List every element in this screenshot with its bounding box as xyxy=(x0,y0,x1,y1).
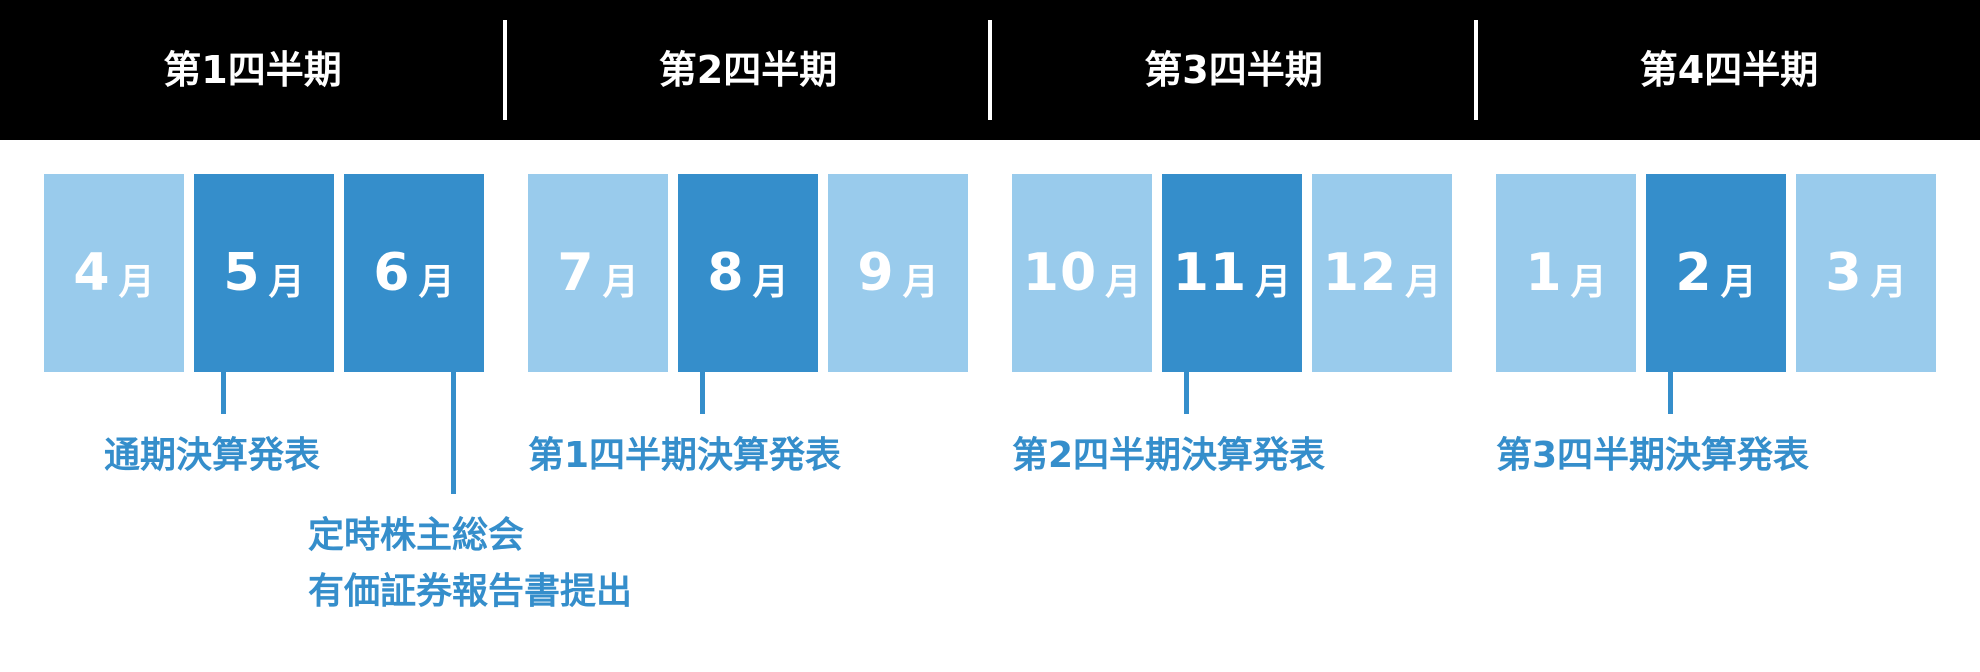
event-securities-report: 有価証券報告書提出 xyxy=(308,571,633,612)
connector-june xyxy=(451,372,456,494)
quarter-divider xyxy=(1474,20,1478,120)
quarter-3-title: 第3四半期 xyxy=(1144,48,1323,92)
month-number: 3 xyxy=(1825,243,1863,303)
month-number: 6 xyxy=(373,243,411,303)
connector-may xyxy=(221,372,226,414)
quarter-divider xyxy=(503,20,507,120)
month-number: 12 xyxy=(1322,243,1398,303)
event-q3-results: 第3四半期決算発表 xyxy=(1496,435,1810,476)
month-number: 8 xyxy=(707,243,745,303)
month-unit: 月 xyxy=(118,262,155,303)
event-q2-results: 第2四半期決算発表 xyxy=(1012,435,1326,476)
month-number: 9 xyxy=(857,243,895,303)
month-unit: 月 xyxy=(1255,262,1292,303)
month-number: 5 xyxy=(223,243,261,303)
quarter-1-title: 第1四半期 xyxy=(163,48,342,92)
month-unit: 月 xyxy=(1870,262,1907,303)
quarter-header: 第1四半期 第2四半期 第3四半期 第4四半期 xyxy=(0,0,1980,140)
month-unit: 月 xyxy=(752,262,789,303)
month-unit: 月 xyxy=(602,262,639,303)
month-unit: 月 xyxy=(268,262,305,303)
event-agm: 定時株主総会 xyxy=(308,515,525,556)
event-q1-results: 第1四半期決算発表 xyxy=(528,435,842,476)
month-unit: 月 xyxy=(902,262,939,303)
quarter-2-title: 第2四半期 xyxy=(658,48,838,92)
month-number: 7 xyxy=(557,243,595,303)
month-number: 2 xyxy=(1675,243,1713,303)
month-unit: 月 xyxy=(1105,262,1142,303)
month-number: 11 xyxy=(1172,243,1248,303)
quarter-divider xyxy=(988,20,992,120)
month-unit: 月 xyxy=(1570,262,1607,303)
quarter-4-title: 第4四半期 xyxy=(1639,48,1819,92)
month-number: 1 xyxy=(1525,243,1563,303)
connector-november xyxy=(1184,372,1189,414)
connector-february xyxy=(1668,372,1673,414)
month-unit: 月 xyxy=(1720,262,1757,303)
month-unit: 月 xyxy=(418,262,455,303)
month-unit: 月 xyxy=(1405,262,1442,303)
month-number: 4 xyxy=(73,243,111,303)
connector-august xyxy=(700,372,705,414)
month-number: 10 xyxy=(1022,243,1098,303)
event-annual-results: 通期決算発表 xyxy=(104,435,321,476)
